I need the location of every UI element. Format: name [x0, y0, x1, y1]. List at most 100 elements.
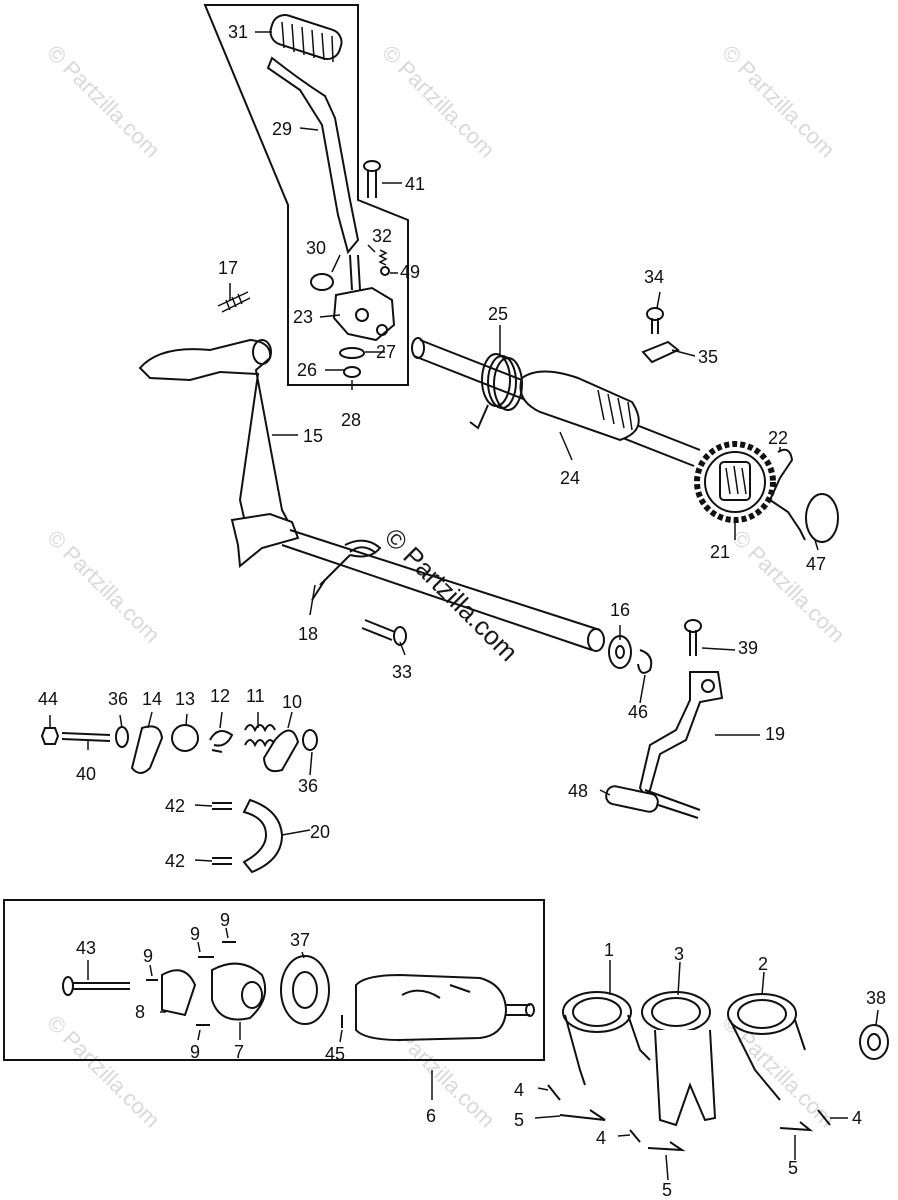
callout-48: 48 — [568, 781, 588, 801]
spindle-shaft — [281, 529, 601, 651]
callout-33: 33 — [392, 662, 412, 682]
spring-pin-17 — [217, 291, 251, 313]
callout-6: 6 — [426, 1106, 436, 1126]
spindle-fork — [230, 512, 300, 568]
washer-36b — [302, 729, 318, 751]
nut-26 — [343, 366, 361, 378]
plate-10 — [262, 729, 300, 773]
cam-7 — [211, 962, 266, 1021]
callout-28: 28 — [341, 410, 361, 430]
shift-fork-1 — [562, 991, 651, 1086]
callout-42b: 42 — [165, 851, 185, 871]
callout-25: 25 — [488, 304, 508, 324]
callout-49: 49 — [400, 262, 420, 282]
kick-spring — [469, 353, 523, 430]
lever-seal — [310, 273, 334, 291]
callout-1: 1 — [604, 940, 614, 960]
lever-boss — [349, 254, 361, 291]
callout-20: 20 — [310, 822, 330, 842]
return-spring — [311, 539, 382, 601]
callout-40: 40 — [76, 764, 96, 784]
bearing-37 — [280, 955, 330, 1025]
pin-4c — [817, 1109, 831, 1126]
callout-14: 14 — [142, 689, 162, 709]
collar-13 — [171, 724, 199, 752]
pin-4b — [629, 1129, 641, 1143]
spring-12 — [209, 730, 234, 753]
washer-36a — [115, 726, 129, 748]
callout-3: 3 — [674, 944, 684, 964]
callout-22: 22 — [768, 428, 788, 448]
callout-9b: 9 — [190, 924, 200, 944]
leader-lines — [49, 31, 879, 1181]
bolt-39 — [684, 619, 702, 656]
callout-16: 16 — [610, 600, 630, 620]
callout-7: 7 — [234, 1042, 244, 1062]
callout-36b: 36 — [298, 776, 318, 796]
washer-27 — [339, 347, 365, 359]
callout-18: 18 — [298, 624, 318, 644]
pin-4a — [547, 1084, 561, 1101]
callout-46: 46 — [628, 702, 648, 722]
plate-8 — [161, 969, 197, 1017]
clip-5a — [559, 1109, 606, 1121]
callout-2: 2 — [758, 954, 768, 974]
callout-15: 15 — [303, 426, 323, 446]
callout-38: 38 — [866, 988, 886, 1008]
bolt-41 — [363, 160, 381, 198]
stopper-plate — [641, 340, 680, 364]
callout-36a: 36 — [108, 689, 128, 709]
stopper-plate-14 — [130, 725, 164, 774]
bolt-42b — [212, 857, 232, 865]
callout-5a: 5 — [514, 1110, 524, 1130]
drum-group-box — [3, 899, 545, 1061]
callout-19: 19 — [765, 724, 785, 744]
bolt-42a — [212, 802, 232, 810]
lever-grip — [269, 13, 343, 63]
ratchet-spring — [768, 448, 806, 541]
callout-12: 12 — [210, 686, 230, 706]
washer-16 — [608, 635, 632, 669]
callout-35: 35 — [698, 347, 718, 367]
spring-11 — [244, 724, 276, 748]
callout-9d: 9 — [190, 1042, 200, 1062]
detent-spring — [378, 249, 388, 266]
callout-37: 37 — [290, 930, 310, 950]
callout-4c: 4 — [852, 1108, 862, 1128]
callout-5c: 5 — [788, 1158, 798, 1178]
callout-32: 32 — [372, 226, 392, 246]
callout-29: 29 — [272, 119, 292, 139]
callout-47: 47 — [806, 554, 826, 574]
callout-17: 17 — [218, 258, 238, 278]
bolt-34 — [646, 307, 664, 334]
callout-26: 26 — [297, 360, 317, 380]
lever-group-outline — [203, 4, 409, 386]
callout-31: 31 — [228, 22, 248, 42]
collar-38 — [859, 1024, 889, 1060]
clip-5b — [647, 1141, 686, 1152]
shift-spindle-arm — [138, 338, 292, 527]
shift-drum — [355, 973, 508, 1042]
callout-5b: 5 — [662, 1180, 672, 1200]
callout-23: 23 — [293, 307, 313, 327]
callout-30: 30 — [306, 238, 326, 258]
plate-20 — [242, 798, 284, 874]
clip-5c — [779, 1121, 814, 1132]
stopper-arm — [638, 671, 724, 798]
clip-46 — [637, 649, 653, 674]
nut-44 — [40, 727, 60, 745]
callout-21: 21 — [710, 542, 730, 562]
shift-fork-2 — [727, 993, 806, 1101]
shift-fork-3 — [641, 991, 717, 1127]
callout-27: 27 — [376, 342, 396, 362]
shift-lever — [266, 56, 360, 255]
bolt-43 — [72, 982, 130, 990]
circlip-47 — [805, 493, 839, 543]
callout-11: 11 — [246, 686, 265, 706]
detent-ball — [380, 266, 390, 276]
pin-40 — [61, 732, 111, 742]
callout-8: 8 — [135, 1002, 145, 1022]
callout-9a: 9 — [143, 946, 153, 966]
callout-10: 10 — [282, 692, 302, 712]
